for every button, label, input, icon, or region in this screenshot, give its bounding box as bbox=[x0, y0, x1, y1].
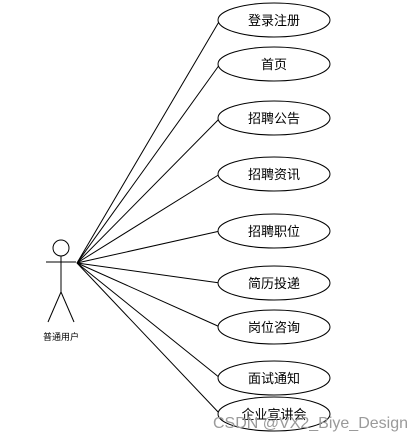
use-case-label: 首页 bbox=[261, 58, 287, 73]
use-case-ellipse bbox=[217, 46, 331, 82]
use-case-ellipse bbox=[217, 360, 331, 396]
use-case: 登录注册 bbox=[217, 2, 331, 38]
use-case: 招聘公告 bbox=[217, 100, 331, 136]
use-case-label: 招聘职位 bbox=[248, 225, 300, 240]
use-case: 首页 bbox=[217, 46, 331, 82]
use-case-ellipse bbox=[217, 265, 331, 301]
use-case-label: 简历投递 bbox=[248, 276, 300, 292]
association-line bbox=[76, 262, 221, 328]
actor-head bbox=[52, 239, 70, 257]
association-line bbox=[76, 173, 221, 264]
use-case-label: 招聘公告 bbox=[248, 112, 300, 127]
use-case-label: 登录注册 bbox=[248, 14, 300, 29]
use-case-ellipse bbox=[217, 2, 331, 38]
use-case: 简历投递 bbox=[217, 265, 331, 301]
association-line bbox=[76, 262, 221, 379]
use-case: 企业宣讲会 bbox=[217, 396, 331, 432]
use-case-ellipse bbox=[217, 100, 331, 136]
association-lines bbox=[76, 19, 221, 415]
use-case-ellipse bbox=[217, 396, 331, 432]
use-case: 招聘职位 bbox=[217, 213, 331, 249]
use-case-label: 面试通知 bbox=[248, 371, 300, 387]
use-case-ellipse bbox=[217, 213, 331, 249]
use-case: 岗位咨询 bbox=[217, 309, 331, 345]
use-case-label: 岗位咨询 bbox=[248, 321, 300, 336]
actor-label: 普通用户 bbox=[43, 331, 79, 343]
association-line bbox=[76, 262, 221, 284]
association-line bbox=[76, 63, 221, 264]
use-case-label: 招聘资讯 bbox=[248, 168, 300, 183]
association-line bbox=[76, 262, 221, 415]
association-line bbox=[76, 19, 221, 264]
use-case-ellipse bbox=[217, 156, 331, 192]
use-case-ellipse bbox=[217, 309, 331, 345]
actor-left-leg bbox=[47, 291, 62, 323]
association-line bbox=[76, 230, 221, 264]
watermark: CSDN @VX2_Biye_Design bbox=[213, 415, 408, 432]
actor: 普通用户 bbox=[43, 239, 79, 343]
actor-right-leg bbox=[60, 291, 75, 323]
association-line bbox=[76, 117, 221, 264]
use-case: 面试通知 bbox=[217, 360, 331, 396]
use-case-label: 企业宣讲会 bbox=[241, 407, 306, 423]
use-case: 招聘资讯 bbox=[217, 156, 331, 192]
